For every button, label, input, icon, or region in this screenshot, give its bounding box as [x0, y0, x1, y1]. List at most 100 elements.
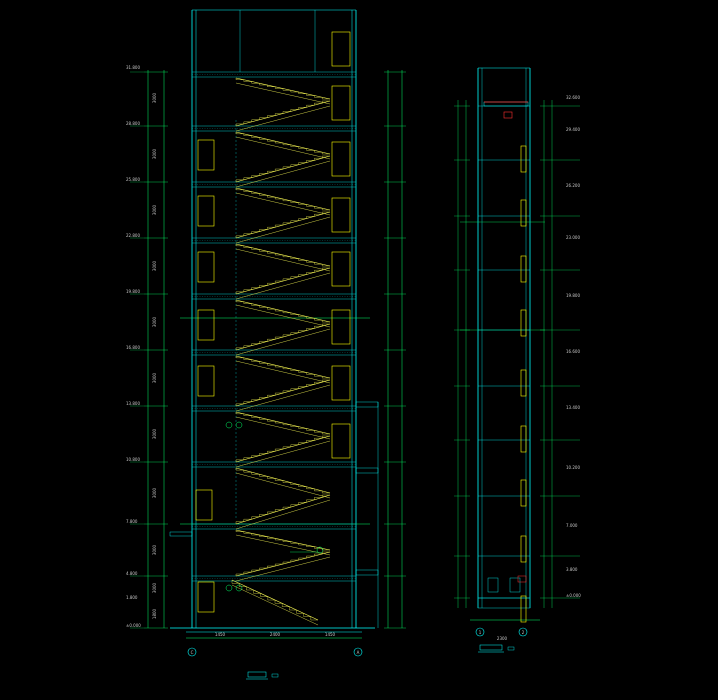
shaft-landing-door-7 — [520, 535, 527, 563]
shaft-elev-label-0: 32.600 — [566, 95, 580, 100]
shaft-elev-label-7: 10.200 — [566, 465, 580, 470]
left-callout-circle-2 — [235, 421, 243, 429]
left-elev-label-5: 16.800 — [126, 345, 140, 350]
left-section-grid-bubbles: C A — [187, 647, 363, 657]
left-caption-box — [247, 671, 267, 678]
grid-label-1: 1 — [479, 630, 482, 635]
left-elev-label-2: 25.800 — [126, 177, 140, 182]
shaft-landing-door-6 — [520, 479, 527, 507]
left-bottom-dim-label-2: 1450 — [325, 632, 336, 637]
right-section-caption — [478, 644, 515, 653]
left-section-stair-flights — [231, 77, 331, 626]
left-elev-label-0: 31.800 — [126, 65, 140, 70]
left-elev-label-9: 4.800 — [126, 571, 138, 576]
right-section-grid-bubbles: 1 2 — [475, 627, 528, 637]
left-callout-circle-4 — [225, 584, 233, 592]
stair-flight-a-0-lower — [235, 82, 331, 105]
left-elev-label-3: 22.800 — [126, 233, 140, 238]
machine-room-hook — [503, 111, 513, 119]
grid-label-left: C — [191, 650, 194, 655]
shaft-elev-label-1: 29.400 — [566, 127, 580, 132]
stair-flight-b-5-lower — [235, 384, 331, 412]
stair-flight-a-2-lower — [235, 192, 331, 216]
right-section-landing-doors — [520, 145, 527, 623]
shaft-elev-label-5: 16.600 — [566, 349, 580, 354]
stair-flight-a-1-lower — [235, 136, 331, 160]
left-dim-label-10: 1800 — [152, 608, 157, 619]
left-dim-label-2: 3000 — [152, 204, 157, 215]
stair-flight-a-7-lower — [235, 472, 331, 499]
stair-flight-a-4-lower — [235, 304, 331, 328]
shaft-elev-label-3: 23.000 — [566, 235, 580, 240]
shaft-landing-door-1 — [520, 199, 527, 227]
door-right-2 — [331, 141, 351, 177]
pit-equipment — [517, 575, 527, 583]
left-section-doors — [195, 31, 351, 613]
grid-label-right: A — [357, 650, 360, 655]
left-caption-scale — [271, 673, 279, 678]
door-right-5 — [331, 309, 351, 345]
left-dim-label-0: 3000 — [152, 92, 157, 103]
left-callout-circle-3 — [316, 546, 324, 554]
left-section-floor-slabs — [191, 71, 357, 582]
left-elev-label-10: 1.800 — [126, 595, 138, 600]
pit-buffer-right — [509, 577, 521, 593]
door-right-0 — [331, 31, 351, 67]
left-dim-label-1: 3000 — [152, 148, 157, 159]
left-dim-label-6: 3000 — [152, 428, 157, 439]
left-section-dimensions — [130, 70, 406, 629]
door-right-1 — [331, 85, 351, 121]
stair-flight-b-3-lower — [235, 272, 331, 300]
right-section-dimensions — [454, 100, 580, 608]
stair-flight-a-5-lower — [235, 360, 331, 384]
grid-label-2: 2 — [522, 630, 525, 635]
left-dim-label-8: 3000 — [152, 544, 157, 555]
left-section-labels: 31.800 28.800 25.800 22.800 19.800 16.800 13.8… — [126, 65, 336, 637]
shaft-elev-label-8: 7.000 — [566, 523, 578, 528]
stair-flight-ground-lower — [231, 584, 319, 626]
shaft-landing-door-4 — [520, 369, 527, 397]
shaft-elev-label-10: ±0.000 — [566, 593, 581, 598]
left-callout-circle-5 — [235, 584, 243, 592]
left-section-caption — [246, 671, 279, 680]
shaft-landing-door-3 — [520, 309, 527, 337]
shaft-landing-door-2 — [520, 255, 527, 283]
stair-flight-a-3-lower — [235, 248, 331, 272]
stair-flight-a-8-lower — [235, 534, 331, 556]
shaft-elev-label-2: 26.200 — [566, 183, 580, 188]
stair-section-left: 31.800 28.800 25.800 22.800 19.800 16.800 13.8… — [126, 9, 406, 680]
grid-bubble-left — [187, 647, 197, 657]
door-left-2 — [197, 251, 215, 283]
shaft-elev-label-9: 3.800 — [566, 567, 578, 572]
left-elev-label-6: 13.800 — [126, 401, 140, 406]
left-dim-label-4: 3000 — [152, 316, 157, 327]
left-elev-label-11: ±0.000 — [126, 623, 141, 628]
shaft-elev-label-4: 19.800 — [566, 293, 580, 298]
grid-bubble-1 — [475, 627, 485, 637]
left-elev-label-7: 10.800 — [126, 457, 140, 462]
shaft-bottom-dim-label: 2300 — [497, 636, 508, 641]
left-dim-label-7: 3000 — [152, 487, 157, 498]
door-right-3 — [331, 197, 351, 233]
left-canopy — [169, 531, 193, 537]
door-left-6 — [197, 581, 215, 613]
left-elev-label-1: 28.800 — [126, 121, 140, 126]
stair-flight-b-6-lower — [235, 440, 331, 468]
stair-flight-b-4-lower — [235, 328, 331, 356]
stair-flight-b-0-lower — [235, 105, 331, 132]
stair-flight-b-8-lower — [235, 556, 331, 582]
stair-flight-b-2-lower — [235, 216, 331, 244]
left-elev-label-4: 19.800 — [126, 289, 140, 294]
stair-flight-a-6-lower — [235, 416, 331, 440]
right-section-floor-lines — [478, 105, 530, 599]
door-left-4 — [197, 365, 215, 397]
left-dim-label-3: 3000 — [152, 260, 157, 271]
left-dim-label-9: 3000 — [152, 582, 157, 593]
right-section-labels: 32.60029.40026.20023.00019.80016.60013.4… — [497, 95, 581, 641]
door-left-0 — [197, 139, 215, 171]
pit-buffer-left — [487, 577, 499, 593]
door-left-1 — [197, 195, 215, 227]
elevator-section-right: 32.60029.40026.20023.00019.80016.60013.4… — [454, 67, 581, 653]
